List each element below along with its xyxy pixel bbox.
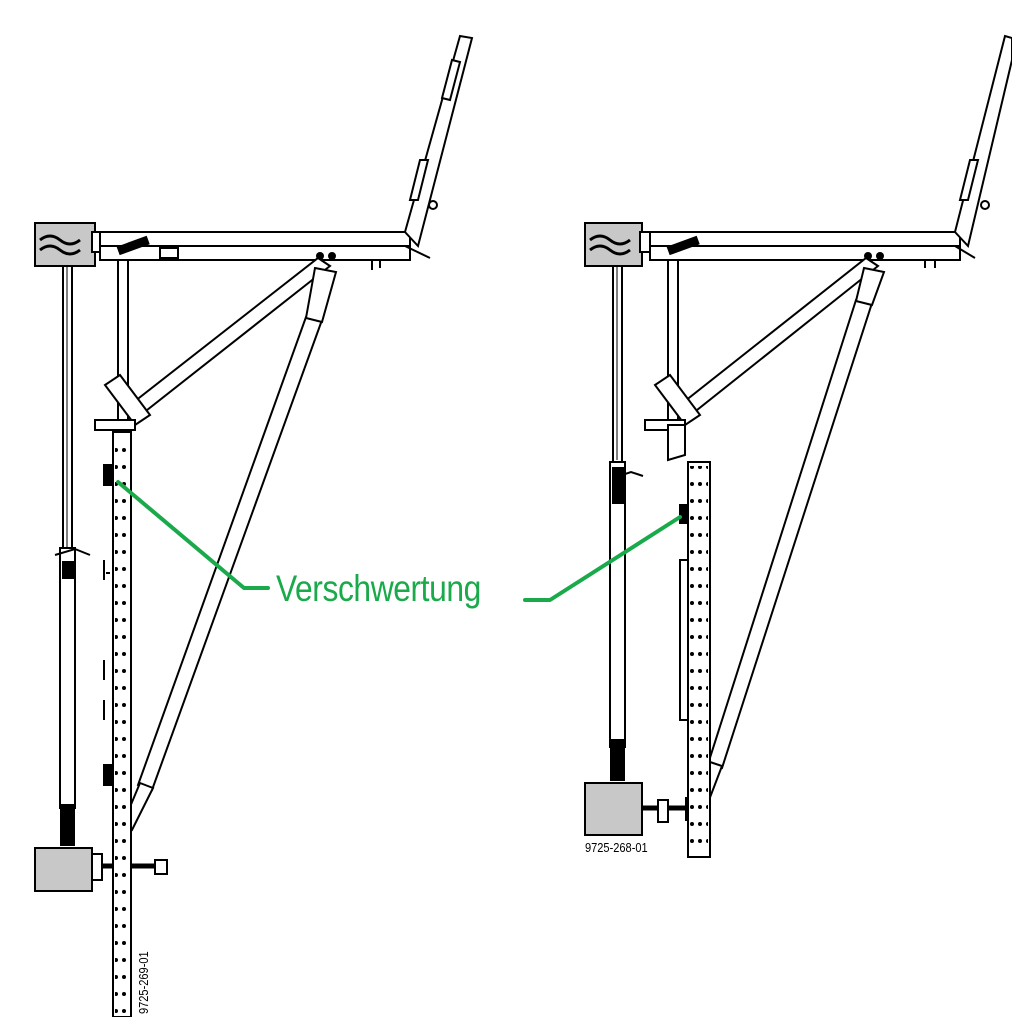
- right-long-strut: [694, 266, 886, 810]
- callout-leader-left: [116, 480, 270, 590]
- right-railing-post: [953, 34, 1012, 249]
- right-spindle: [609, 262, 644, 781]
- right-top-head: [584, 222, 653, 267]
- callout-leaders: [116, 480, 682, 602]
- right-figure-code: 9725-268-01: [585, 840, 648, 855]
- right-bottom-block: [584, 782, 643, 836]
- left-bottom-block: [34, 847, 93, 892]
- left-platform-beam: [99, 231, 431, 270]
- left-figure-code: 9725-269-01: [136, 951, 151, 1014]
- left-long-strut: [120, 266, 338, 832]
- right-perforated-rail: [679, 461, 711, 858]
- left-perforated-rail: [103, 431, 132, 1017]
- left-top-head: [34, 222, 105, 267]
- callout-label: Verschwertung: [276, 568, 481, 609]
- callout-leader-right: [523, 515, 682, 602]
- right-assembly: [584, 34, 1012, 858]
- left-spindle: [54, 261, 110, 846]
- left-railing-post: [403, 34, 474, 249]
- right-platform-beam: [649, 231, 976, 268]
- left-assembly: [34, 34, 474, 1017]
